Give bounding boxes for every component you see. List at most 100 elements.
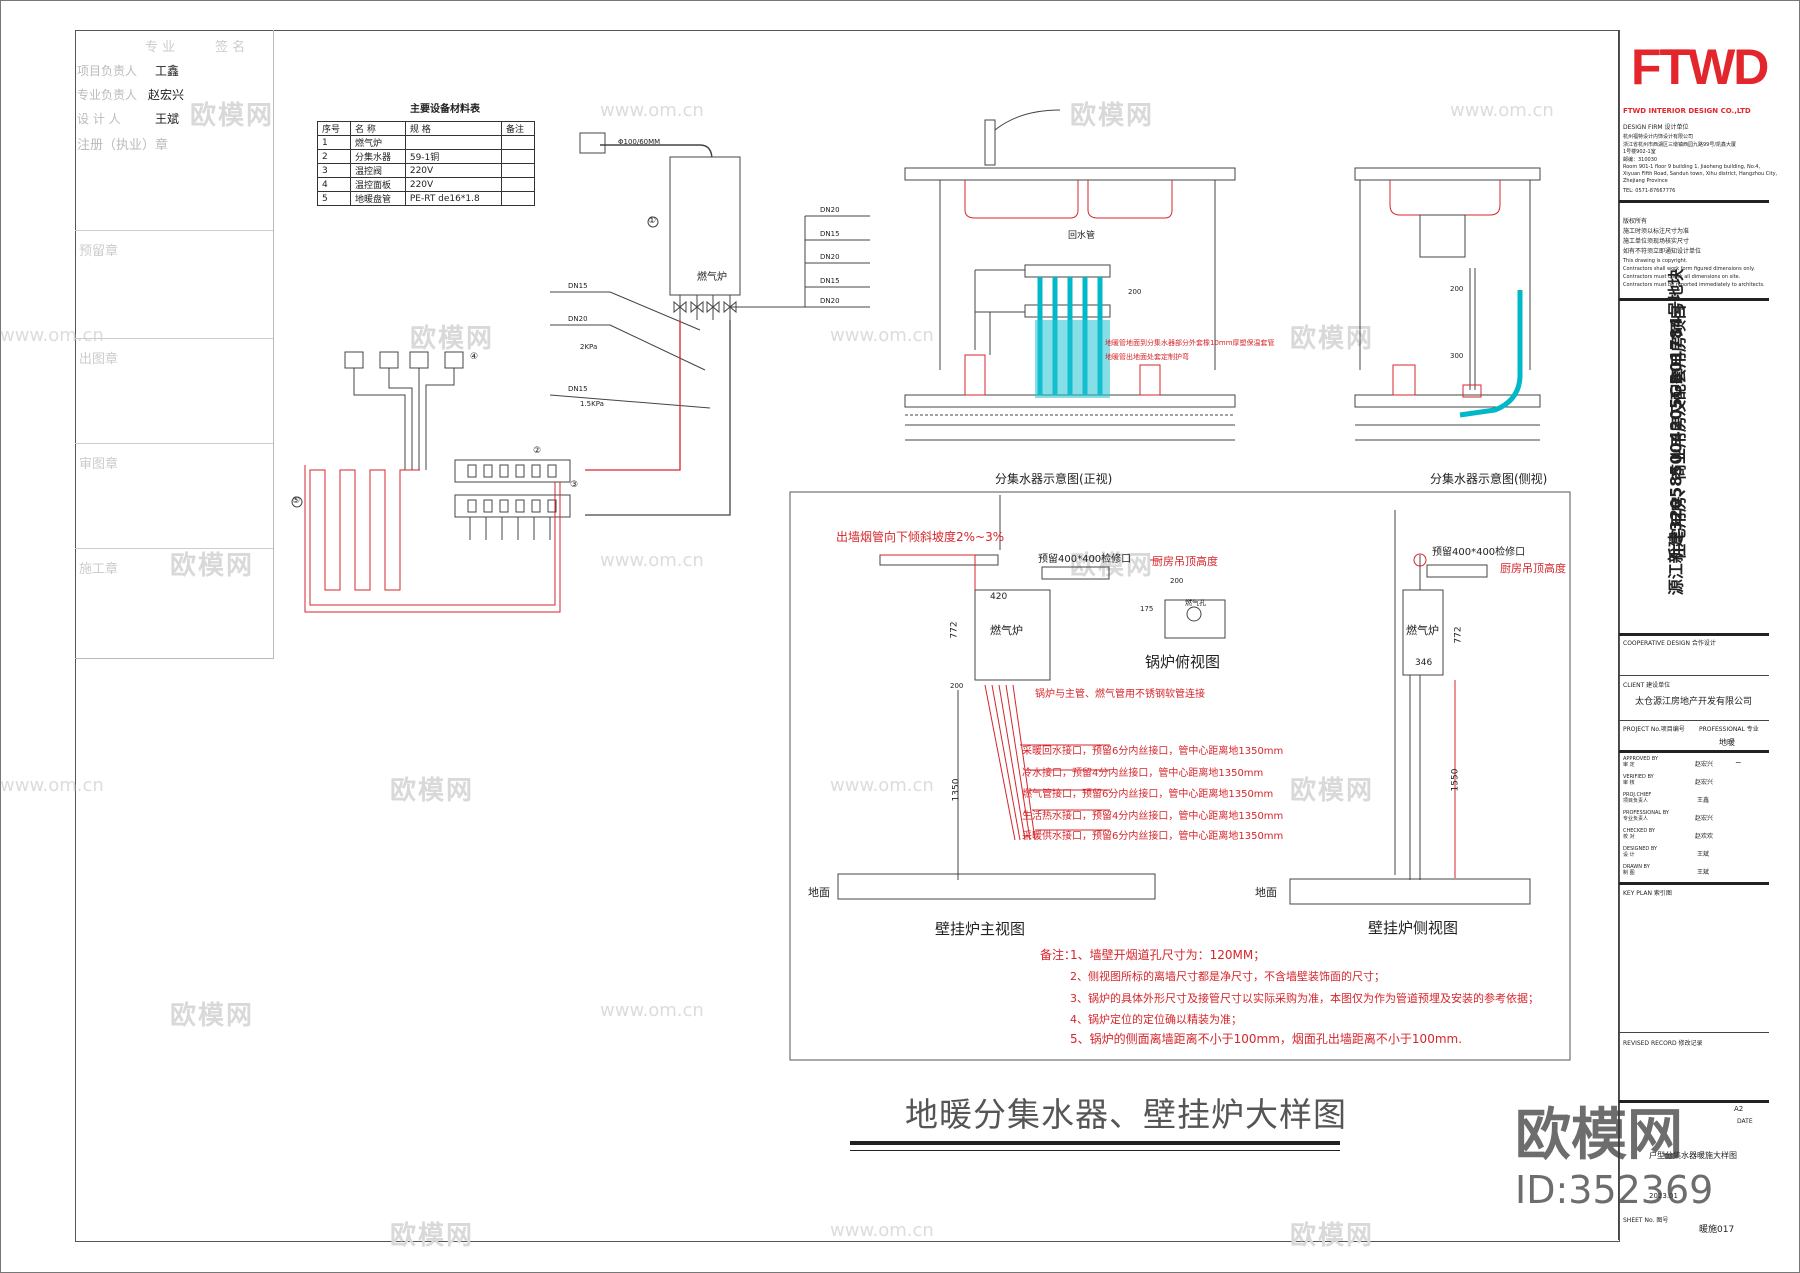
marker: ⑤ (292, 496, 301, 506)
key-plan-label: KEY PLAN 索引图 (1623, 890, 1672, 897)
watermark-url: www.om.cn (600, 550, 704, 571)
copyright-line: Contractors must check all dimensions on… (1623, 274, 1741, 280)
pipe-note: 燃气管接口，预留6分内丝接口，管中心距离地1350mm (1022, 789, 1274, 800)
pipe-size-label: DN15 (568, 385, 588, 393)
tb-divider (1619, 1032, 1769, 1033)
dimension: 1350 (951, 778, 962, 802)
table-cell (501, 191, 535, 206)
copyright-line: 如有不符须立即通知设计单位 (1623, 248, 1702, 255)
dimension: 175 (1140, 605, 1154, 613)
pipe-size-label: DN20 (820, 297, 840, 305)
signature-block: 专 业 签 名 项目负责人 工鑫 专业负责人 赵宏兴 设 计 人 王斌 注册（执… (75, 30, 274, 659)
manifold-note: 地暖管地面到分集水器部分外套橡10mm厚塑保温套管 (1105, 339, 1275, 347)
tb-divider (1619, 633, 1769, 636)
professional-label: PROFESSIONAL 专业 (1699, 726, 1759, 733)
watermark-id: ID:352369 (1515, 1168, 1714, 1212)
project-line: 住宅用房、商业用房及配套用房项目 (1669, 303, 1689, 561)
watermark-url: www.om.cn (1450, 100, 1554, 121)
manifold-side-caption: 分集水器示意图(侧视) (1430, 472, 1548, 486)
opening-note: 预留400*400检修口 (1038, 554, 1132, 565)
watermark-logo: 欧模网 (410, 324, 495, 354)
watermark-brand: 欧模网 (1515, 1103, 1683, 1168)
pipe-size-label: DN20 (820, 253, 840, 261)
material-table-title: 主要设备材料表 (410, 104, 480, 115)
pipe-size-label: DN15 (820, 230, 840, 238)
approval-role: DESIGNED BY 设 计 (1623, 846, 1658, 858)
title-block: FTWD FTWD INTERIOR DESIGN CO.,LTD DESIGN… (1618, 30, 1777, 1240)
company-logo: FTWD (1631, 39, 1769, 95)
watermark-url: www.om.cn (830, 1220, 934, 1241)
client-name: 太仓源江房地产开发有限公司 (1635, 697, 1753, 707)
note-item: 3、锅炉的具体外形尺寸及接管尺寸以实际采购为准，本图仅为作为管道预埋及安装的参考… (1070, 992, 1539, 1005)
stamp-label: 出图章 (79, 352, 119, 367)
approval-role: CHECKED BY 校 对 (1623, 828, 1655, 840)
watermark-logo: 欧模网 (1290, 1221, 1375, 1251)
note-item: 2、侧视图所标的离墙尺寸都是净尺寸，不含墙壁装饰面的尺寸； (1070, 970, 1385, 983)
drawing-title: 地暖分集水器、壁挂炉大样图 (905, 1095, 1347, 1134)
copyright-line: This drawing is copyright. (1623, 258, 1688, 264)
firm-line: Zhejiang Province (1623, 178, 1668, 184)
signature-name: 王斌 (155, 112, 180, 126)
floor-label: 地面 (808, 886, 830, 899)
pressure-label: 1.5KPa (580, 400, 604, 408)
sheet-label: SHEET No. 图号 (1623, 1217, 1669, 1224)
tb-divider (1619, 675, 1769, 676)
approval-name: 赵欢欢 (1695, 833, 1714, 840)
marker: ② (533, 446, 542, 456)
floor-label: 地面 (1255, 886, 1277, 899)
dimension: 1550 (1450, 768, 1461, 792)
sig-divider (75, 548, 273, 549)
signature-scrawl: ~ (1735, 758, 1742, 767)
boiler-label: 燃气炉 (990, 624, 1023, 637)
firm-line: 浙江省杭州市西湖区三墩镇西园九路99号/凯鑫大厦 (1623, 142, 1737, 148)
approval-name: 王斌 (1697, 851, 1710, 858)
dimension: 200 (1450, 285, 1464, 293)
table-cell: PE-RT de16*1.8 (404, 191, 503, 206)
sig-divider (75, 338, 273, 339)
watermark-logo: 欧模网 (1290, 776, 1375, 806)
flue-label: Φ100/60MM (618, 138, 661, 146)
stamp-label: 审图章 (79, 457, 119, 472)
copyright-line: Contractors must be reported immediately… (1623, 282, 1765, 288)
project-no-label: PROJECT No.项目编号 (1623, 726, 1685, 733)
dimension: 772 (949, 621, 960, 639)
boiler-front-caption: 壁挂炉主视图 (935, 920, 1026, 938)
boiler-side-caption: 壁挂炉侧视图 (1368, 919, 1459, 937)
approval-name: 王斌 (1697, 869, 1710, 876)
approval-role: VERIFIED BY 审 核 (1623, 774, 1654, 786)
marker: ③ (570, 480, 579, 490)
watermark-logo: 欧模网 (1070, 101, 1155, 131)
watermark-logo: 欧模网 (190, 101, 275, 131)
return-pipe-label: 回水管 (1068, 231, 1096, 241)
sig-divider (75, 230, 273, 231)
boiler-top-caption: 锅炉俯视图 (1145, 653, 1221, 671)
pipe-note: 采暖回水接口，预留6分内丝接口，管中心距离地1350mm (1022, 746, 1284, 757)
design-firm-label: DESIGN FIRM 设计单位 (1623, 124, 1689, 131)
signature-role: 专业负责人 (77, 88, 138, 102)
drawing-title-short: 户型分集水器暖施大样图 (1649, 1151, 1737, 1160)
approval-role: APPROVED BY 审 定 (1623, 756, 1659, 768)
approval-role: PROFESSIONAL BY 专业负责人 (1623, 810, 1669, 822)
copyright-line: 施工单位须现场核实尺寸 (1623, 238, 1690, 245)
watermark-url: www.om.cn (830, 775, 934, 796)
pipe-note: 生活热水接口，预留4分内丝接口，管中心距离地1350mm (1022, 811, 1284, 822)
note-item: 1、墙壁开烟道孔尺寸为：120MM； (1070, 948, 1266, 962)
signature-header-sign: 签 名 (215, 40, 246, 55)
table-cell: 5 (317, 191, 351, 206)
dimension: 346 (1415, 658, 1433, 668)
firm-line: 1号楼902-1室 (1623, 149, 1656, 155)
dimension: 772 (1453, 626, 1464, 644)
slope-note: 出墙烟管向下倾斜坡度2%~3% (836, 530, 1005, 544)
watermark-url: www.om.cn (600, 1000, 704, 1021)
approval-role: DRAWN BY 制 图 (1623, 864, 1650, 876)
approval-name: 王鑫 (1697, 797, 1710, 804)
firm-line: TEL: 0571-87667776 (1623, 188, 1676, 194)
professional-value: 地暖 (1719, 738, 1735, 747)
firm-line: Xiyuan Fifth Road, Sandun town, Xihu dis… (1623, 171, 1778, 177)
opening-note: 预留400*400检修口 (1432, 547, 1526, 558)
dimension: 200 (1170, 577, 1184, 585)
